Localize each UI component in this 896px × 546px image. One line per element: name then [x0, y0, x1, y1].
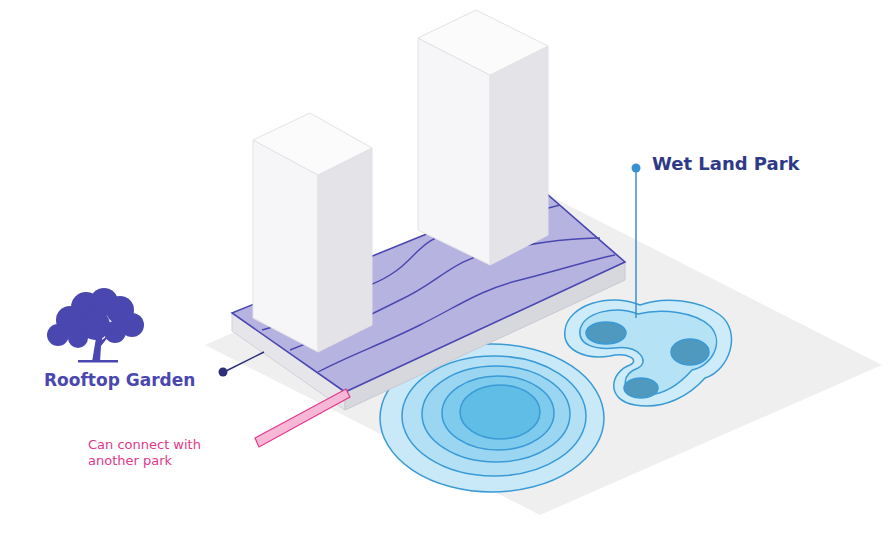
- callout-label: Wet Land Park: [652, 153, 852, 175]
- connection-bar: [255, 389, 350, 447]
- tree-icon: [47, 288, 144, 363]
- tower: [418, 10, 548, 265]
- leader-dot: [219, 368, 228, 377]
- leader-dot: [632, 164, 641, 173]
- leader-line: [635, 172, 637, 318]
- leader-line: [226, 352, 264, 371]
- tower: [253, 113, 372, 352]
- callout-label: Rooftop Garden: [44, 370, 214, 390]
- note-label: Can connect with another park: [88, 437, 228, 468]
